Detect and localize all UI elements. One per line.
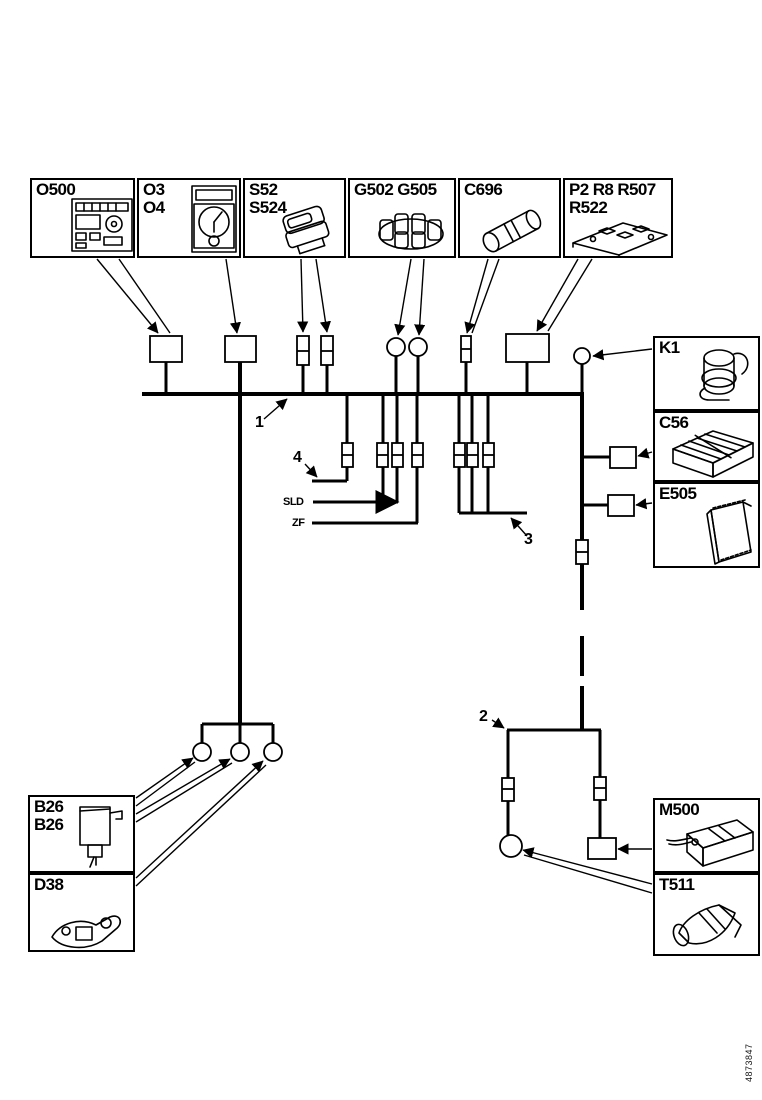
component-box-d38: D38 [28, 873, 135, 952]
callout-1: 1 [255, 414, 264, 431]
component-label-o4: O4 [143, 198, 165, 217]
ring-terminal-2 [408, 337, 428, 357]
c696-device-icon [482, 209, 542, 253]
c56-device-icon [672, 430, 754, 478]
main-harness-wires [142, 362, 584, 730]
component-label-r522: R522 [569, 198, 608, 217]
component-label-s52: S52 [249, 180, 278, 199]
component-label-b26-1: B26 [34, 797, 64, 816]
component-box-c56: C56 [653, 411, 760, 482]
s52-device-icon [282, 205, 330, 255]
component-label-g502-g505: G502 G505 [354, 180, 437, 199]
connector-box-m500 [587, 837, 617, 860]
component-box-m500: M500 [653, 798, 760, 873]
connector-box-c56 [609, 446, 637, 469]
component-label-t511: T511 [659, 875, 695, 894]
m500-device-icon [666, 819, 754, 867]
component-box-k1: K1 [653, 336, 760, 411]
d38-device-icon [51, 915, 122, 949]
component-box-c696: C696 [458, 178, 561, 258]
component-label-c696: C696 [464, 180, 503, 199]
component-label-s524: S524 [249, 198, 287, 217]
p2-device-icon [572, 222, 668, 257]
ring-terminal-b26-1 [192, 742, 212, 762]
e505-device-icon [706, 499, 752, 565]
connector-box-3 [505, 333, 550, 363]
harness-connectors [149, 333, 637, 860]
component-box-b26: B26 B26 [28, 795, 135, 873]
k1-device-icon [699, 349, 749, 401]
connector-box-e505 [607, 494, 635, 517]
t511-device-icon [672, 904, 742, 947]
component-box-p2-r8-r507-r522: P2 R8 R507 R522 [563, 178, 673, 258]
callout-3: 3 [524, 531, 533, 548]
component-box-t511: T511 [653, 873, 760, 956]
wire-label-sld: SLD [283, 496, 304, 508]
component-label-k1: K1 [659, 338, 680, 357]
component-label-e505: E505 [659, 484, 697, 503]
component-box-e505: E505 [653, 482, 760, 568]
ring-terminal-k1 [573, 347, 591, 365]
g502-g505-device-icon [378, 213, 444, 250]
component-box-g502-g505: G502 G505 [348, 178, 456, 258]
branch-wires [164, 355, 610, 838]
callout-2: 2 [479, 708, 488, 725]
pointer-arrows [96, 258, 653, 894]
wire-label-zf: ZF [292, 517, 305, 529]
ring-terminal-1 [386, 337, 406, 357]
o500-device-icon [71, 198, 133, 252]
b26-device-icon [79, 806, 123, 868]
component-label-o3: O3 [143, 180, 165, 199]
drawing-part-number: 4873847 [744, 1043, 754, 1082]
component-box-s52-s524: S52 S524 [243, 178, 346, 258]
component-box-o3-o4: O3 O4 [137, 178, 241, 258]
component-label-d38: D38 [34, 875, 64, 894]
ring-terminal-t511 [499, 834, 523, 858]
component-label-b26-2: B26 [34, 815, 64, 834]
connector-box-1 [149, 335, 183, 363]
component-label-o500: O500 [36, 180, 76, 199]
component-label-m500: M500 [659, 800, 700, 819]
o3-o4-device-icon [191, 185, 237, 253]
component-label-p2-r8-r507: P2 R8 R507 [569, 180, 656, 199]
component-label-c56: C56 [659, 413, 689, 432]
callout-4: 4 [293, 449, 302, 466]
connector-box-2 [224, 335, 257, 363]
ring-terminal-d38 [263, 742, 283, 762]
ring-terminal-b26-2 [230, 742, 250, 762]
component-box-o500: O500 [30, 178, 135, 258]
